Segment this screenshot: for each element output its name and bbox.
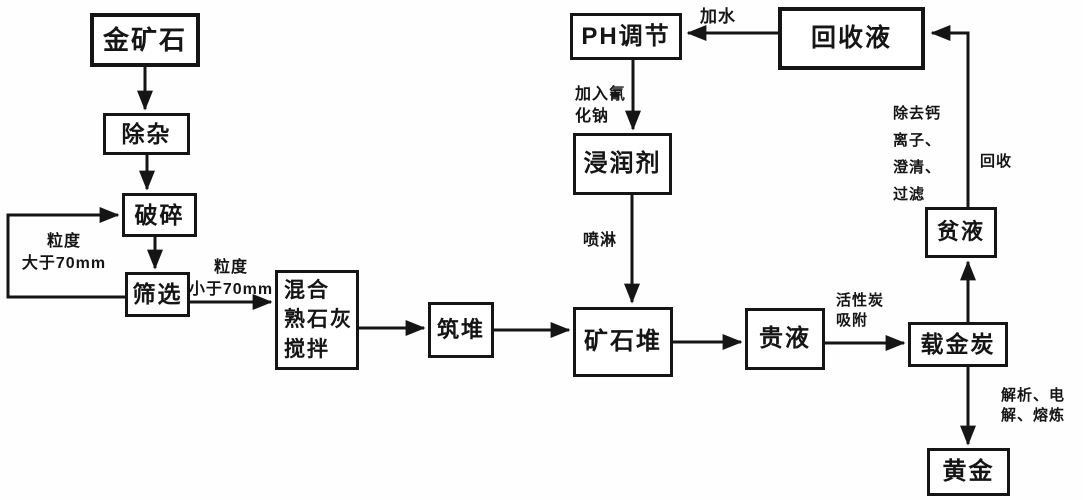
node-recovered-solution: 回收液 xyxy=(778,7,925,70)
arrow-barren-solution-to-recovered-solution xyxy=(930,25,970,207)
node-heap-building: 筑堆 xyxy=(428,302,494,358)
node-gold-ore: 金矿石 xyxy=(90,13,200,67)
arrow-screening-oversize-loop-to-crushing xyxy=(6,207,125,299)
node-screening: 筛选 xyxy=(125,272,190,317)
label-add-sodium-cyanide: 加入氰 化钠 xyxy=(575,86,627,125)
node-barren-solution: 贫液 xyxy=(925,207,997,258)
node-crushing: 破碎 xyxy=(122,193,197,237)
label-spray: 喷淋 xyxy=(583,232,618,249)
node-mix-slaked-lime-stir: 混合 熟石灰 搅拌 xyxy=(275,270,359,370)
label-recycle: 回收 xyxy=(980,153,1013,170)
label-activated-carbon-adsorption: 活性炭 吸附 xyxy=(836,292,885,330)
label-desorb-electrolyze-smelt: 解析、电 解、熔炼 xyxy=(1001,387,1066,425)
node-gold-loaded-carbon: 载金炭 xyxy=(908,322,1008,367)
node-gold: 黄金 xyxy=(927,448,1010,496)
node-ore-heap: 矿石堆 xyxy=(573,307,673,377)
node-impurity-removal: 除杂 xyxy=(103,113,190,155)
label-add-water: 加水 xyxy=(700,7,736,26)
label-remove-calcium-clarify-filter: 除去钙 离子、 澄清、 过滤 xyxy=(893,105,942,203)
label-particle-size-lt-70mm: 粒度 小于70mm xyxy=(188,259,274,298)
node-pregnant-solution: 贵液 xyxy=(745,308,825,370)
node-wetting-agent: 浸润剂 xyxy=(573,133,672,195)
node-ph-adjustment: PH调节 xyxy=(570,13,682,60)
label-particle-size-gt-70mm: 粒度 大于70mm xyxy=(21,233,107,272)
